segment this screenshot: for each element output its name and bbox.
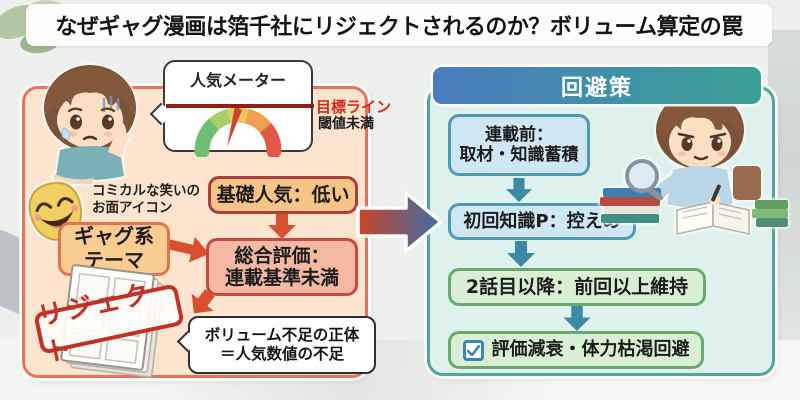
step4-line1: 評価減衰・体力枯渇回避 — [491, 339, 690, 361]
avoidance-header: 回避策 — [433, 67, 761, 104]
step3-line1: 2話目以降：前回以上維持 — [465, 275, 689, 298]
gauge-icon — [194, 106, 282, 157]
step3-box: 2話目以降：前回以上維持 — [448, 268, 706, 306]
step2-line1: 初回知識P：控えめ — [463, 210, 621, 232]
step1-line2: 取材・知識蓄積 — [459, 145, 579, 165]
mask-caption: コミカルな笑いの お面アイコン — [92, 183, 200, 217]
meter-title: 人気メーター — [189, 71, 286, 90]
studying-boy-character — [600, 91, 788, 235]
checkbox-icon — [462, 339, 484, 361]
threshold-label: 閾値未満 — [318, 116, 374, 132]
arrow-step2-step3 — [507, 241, 535, 267]
arrow-base-to-eval — [268, 213, 296, 239]
overall-eval-line1: 総合評価： — [234, 244, 330, 267]
arrow-step1-step2 — [506, 178, 532, 202]
base-popularity-label: 基礎人気：低い — [216, 183, 350, 206]
transition-arrow-icon — [356, 191, 443, 253]
title-banner: なぜギャグ漫画は箔千社にリジェクトされるのか？ボリューム算定の罠 — [26, 4, 772, 46]
avoidance-header-label: 回避策 — [560, 75, 633, 101]
arrow-step3-step4 — [563, 306, 591, 331]
mask-caption-line2: お面アイコン — [92, 199, 173, 216]
mask-caption-line1: コミカルな笑いの — [92, 183, 200, 199]
volume-bubble: ボリューム不足の正体 ＝人気数値の不足 — [188, 316, 376, 374]
target-line — [166, 104, 314, 108]
reject-stamp: リジェクト — [33, 279, 185, 369]
page-title: なぜギャグ漫画は箔千社にリジェクトされるのか？ボリューム算定の罠 — [55, 15, 743, 40]
volume-bubble-line1: ボリューム不足の正体 — [204, 325, 360, 344]
overall-eval-box: 総合評価： 連載基準未満 — [206, 238, 358, 296]
worried-boy-character — [44, 65, 136, 184]
gag-theme-line2: テーマ — [84, 248, 144, 272]
volume-bubble-line2: ＝人気数値の不足 — [219, 345, 344, 363]
base-popularity-box: 基礎人気：低い — [208, 176, 358, 214]
target-line-label: 目標ライン — [316, 98, 392, 116]
step1-box: 連載前： 取材・知識蓄積 — [448, 114, 590, 176]
step4-box: 評価減衰・体力枯渇回避 — [448, 331, 704, 369]
overall-eval-line2: 連載基準未満 — [224, 267, 339, 289]
step1-line1: 連載前： — [485, 124, 553, 145]
arrow-theme-to-eval — [167, 237, 210, 263]
arrow-eval-to-reject — [191, 289, 215, 314]
gag-theme-line1: ギャグ系 — [74, 224, 154, 249]
